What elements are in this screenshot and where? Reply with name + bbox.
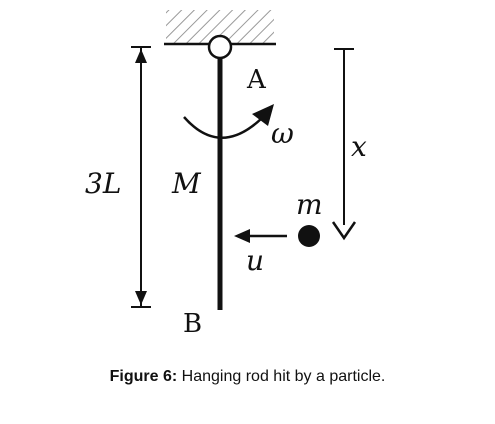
label-pivot-a: A — [246, 65, 267, 95]
length-arrowhead-bottom — [135, 291, 147, 305]
label-rod-mass: M — [171, 167, 202, 200]
rotation-arrowhead — [252, 104, 274, 126]
label-angular-velocity: ω — [271, 117, 294, 150]
velocity-arrowhead — [234, 229, 250, 243]
figure-number: Figure 6: — [109, 368, 178, 385]
rotation-arrow — [183, 116, 263, 139]
label-rod-length: 3L — [85, 167, 121, 200]
label-particle-velocity: u — [246, 244, 264, 277]
length-arrowhead-top — [135, 49, 147, 63]
caption-text: Hanging rod hit by a particle. — [181, 368, 386, 385]
figure-caption: Figure 6: Hanging rod hit by a particle. — [0, 368, 495, 386]
label-distance-x: x — [351, 130, 367, 163]
pivot-hinge — [207, 34, 233, 60]
distance-arrowhead — [331, 221, 357, 241]
label-particle-mass: m — [296, 188, 323, 221]
label-end-b: B — [183, 309, 202, 339]
particle — [298, 225, 320, 247]
